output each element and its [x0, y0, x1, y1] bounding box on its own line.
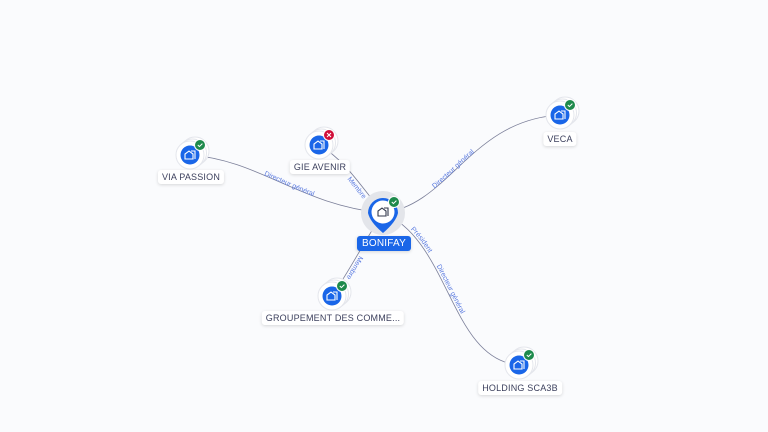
check-icon [336, 280, 348, 292]
edge-label: Membre [344, 255, 363, 281]
edge-label: Directeur général [263, 171, 315, 199]
edge-label: Directeur général [435, 264, 466, 316]
check-icon [523, 349, 535, 361]
node-label-groupement[interactable]: GROUPEMENT DES COMME... [261, 311, 405, 325]
node-label-holding-sca3b[interactable]: HOLDING SCA3B [478, 381, 562, 395]
node-label-veca[interactable]: VECA [543, 132, 577, 146]
edge-label: Président [409, 226, 433, 254]
building-icon [513, 360, 525, 370]
building-icon [313, 140, 325, 150]
check-icon [388, 196, 400, 208]
check-icon [194, 139, 206, 151]
building-icon [326, 291, 338, 301]
edge-veca [382, 114, 561, 214]
center-node[interactable] [361, 191, 405, 235]
node-grp[interactable] [317, 277, 352, 311]
node-hold[interactable] [504, 346, 539, 380]
node-label-via-passion[interactable]: VIA PASSION [157, 170, 225, 184]
center-node-label[interactable]: BONIFAY [356, 236, 412, 251]
node-gie[interactable] [304, 126, 339, 160]
node-veca[interactable] [545, 96, 580, 130]
building-icon [554, 110, 566, 120]
edge-label: Directeur général [431, 148, 476, 190]
check-icon [564, 99, 576, 111]
closed-status-icon [323, 129, 335, 141]
building-icon [377, 207, 389, 217]
building-icon [184, 150, 196, 160]
node-label-gie-avenir[interactable]: GIE AVENIR [289, 160, 351, 174]
node-via[interactable] [175, 136, 210, 170]
